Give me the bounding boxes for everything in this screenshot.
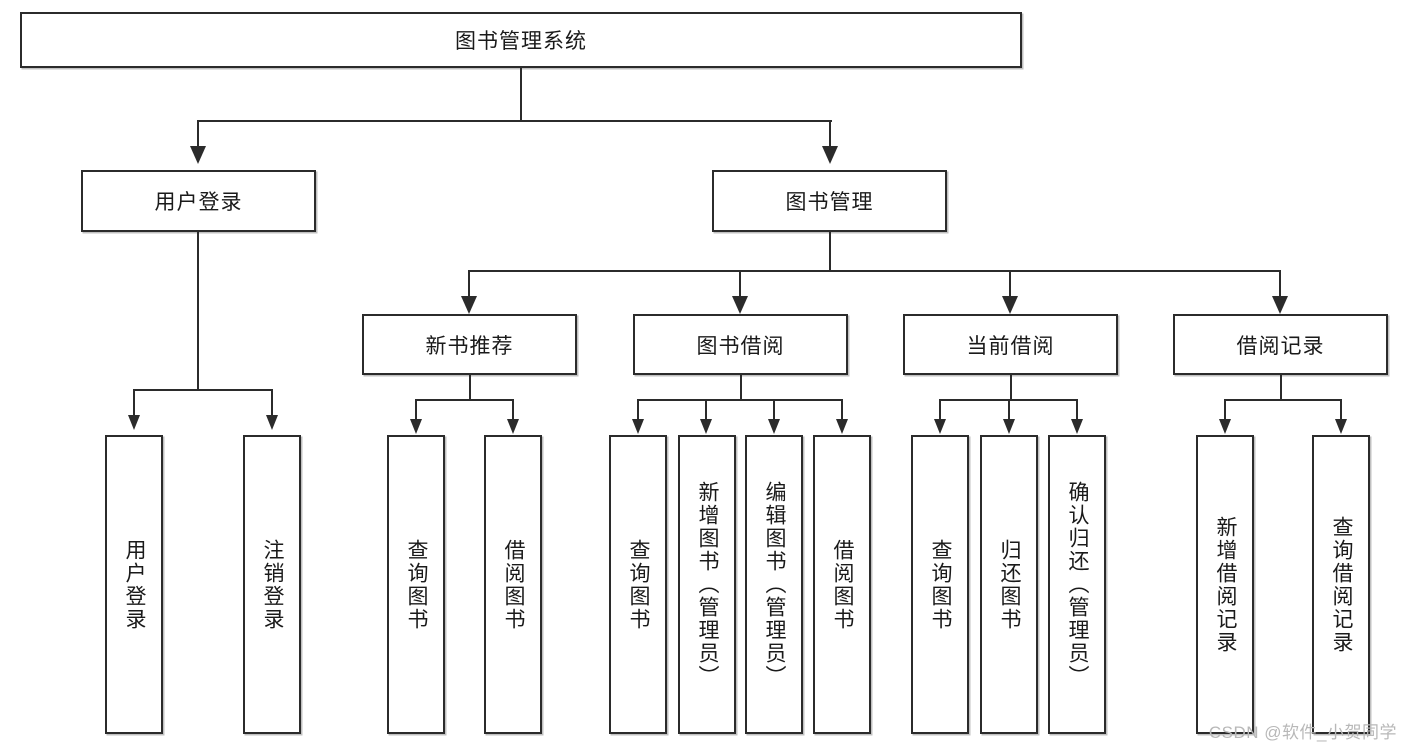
node-new-book-recommend[interactable]: 新书推荐 — [362, 314, 577, 375]
edge-book-manage-stem — [829, 232, 831, 272]
edge-new-book-recommend-stem — [469, 375, 471, 400]
node-bb-edit-book-label: 编辑图书（管理员） — [763, 481, 787, 688]
edge-book-borrow-stem — [740, 375, 742, 400]
edge-root-bus — [198, 120, 832, 122]
edge-cb-to-leaf-1 — [939, 399, 941, 421]
edge-user-login-bus — [133, 389, 271, 391]
node-br-add-record-label: 新增借阅记录 — [1214, 515, 1238, 654]
arrowhead-book-manage-to-borrow-record — [1272, 296, 1288, 314]
edge-user-login-stem — [197, 232, 199, 390]
node-user-login-do[interactable]: 用户登录 — [105, 435, 163, 734]
edge-borrow-record-stem — [1280, 375, 1282, 400]
arrowhead-bb-to-leaf-1 — [632, 419, 644, 434]
node-bb-borrow-book[interactable]: 借阅图书 — [813, 435, 871, 734]
edge-root-to-user-login — [197, 120, 199, 148]
node-cb-query-book[interactable]: 查询图书 — [911, 435, 969, 734]
edge-new-book-recommend-bus — [415, 399, 513, 401]
node-user-login-label: 用户登录 — [154, 191, 243, 214]
edge-user-login-to-leaf-2 — [271, 389, 273, 417]
node-br-query-record[interactable]: 查询借阅记录 — [1312, 435, 1370, 734]
node-cb-query-book-label: 查询图书 — [929, 538, 953, 631]
edge-nbr-to-leaf-2 — [512, 399, 514, 421]
arrowhead-nbr-to-leaf-1 — [410, 419, 422, 434]
edge-cb-to-leaf-2 — [1008, 399, 1010, 421]
arrowhead-nbr-to-leaf-2 — [507, 419, 519, 434]
arrowhead-book-manage-to-new-book-recommend — [461, 296, 477, 314]
arrowhead-book-manage-to-current-borrow — [1002, 296, 1018, 314]
arrowhead-user-login-to-leaf-2 — [266, 415, 278, 430]
node-root-label: 图书管理系统 — [455, 30, 587, 53]
node-bb-query-book-label: 查询图书 — [627, 538, 651, 631]
edge-bb-to-leaf-4 — [841, 399, 843, 421]
node-bb-add-book-label: 新增图书（管理员） — [696, 481, 720, 688]
watermark: CSDN @软件_小贺同学 — [1208, 723, 1397, 742]
node-user-logout[interactable]: 注销登录 — [243, 435, 301, 734]
node-new-book-recommend-label: 新书推荐 — [425, 334, 514, 358]
node-cb-confirm-return-label: 确认归还（管理员） — [1066, 481, 1090, 688]
node-br-add-record[interactable]: 新增借阅记录 — [1196, 435, 1254, 734]
arrowhead-cb-to-leaf-1 — [934, 419, 946, 434]
edge-br-to-leaf-1 — [1224, 399, 1226, 421]
arrowhead-br-to-leaf-1 — [1219, 419, 1231, 434]
node-nbr-borrow-book[interactable]: 借阅图书 — [484, 435, 542, 734]
node-br-query-record-label: 查询借阅记录 — [1330, 515, 1354, 654]
node-current-borrow[interactable]: 当前借阅 — [903, 314, 1118, 375]
node-user-login[interactable]: 用户登录 — [81, 170, 316, 232]
arrowhead-book-manage-to-book-borrow — [732, 296, 748, 314]
node-nbr-query-book[interactable]: 查询图书 — [387, 435, 445, 734]
edge-nbr-to-leaf-1 — [415, 399, 417, 421]
edge-book-manage-to-current-borrow — [1009, 270, 1011, 298]
node-cb-return-book[interactable]: 归还图书 — [980, 435, 1038, 734]
node-nbr-borrow-book-label: 借阅图书 — [502, 538, 526, 631]
arrowhead-root-to-book-manage — [822, 146, 838, 164]
arrowhead-user-login-to-leaf-1 — [128, 415, 140, 430]
edge-book-borrow-bus — [637, 399, 841, 401]
arrowhead-cb-to-leaf-2 — [1003, 419, 1015, 434]
edge-book-manage-to-book-borrow — [739, 270, 741, 298]
node-bb-query-book[interactable]: 查询图书 — [609, 435, 667, 734]
arrowhead-bb-to-leaf-3 — [768, 419, 780, 434]
edge-bb-to-leaf-1 — [637, 399, 639, 421]
edge-user-login-to-leaf-1 — [133, 389, 135, 417]
node-bb-add-book[interactable]: 新增图书（管理员） — [678, 435, 736, 734]
edge-bb-to-leaf-3 — [773, 399, 775, 421]
arrowhead-bb-to-leaf-4 — [836, 419, 848, 434]
edge-current-borrow-stem — [1010, 375, 1012, 400]
edge-cb-to-leaf-3 — [1076, 399, 1078, 421]
edge-root-to-book-manage — [829, 120, 831, 148]
arrowhead-cb-to-leaf-3 — [1071, 419, 1083, 434]
node-cb-confirm-return[interactable]: 确认归还（管理员） — [1048, 435, 1106, 734]
node-book-borrow-label: 图书借阅 — [696, 334, 785, 358]
node-cb-return-book-label: 归还图书 — [998, 538, 1022, 631]
node-root[interactable]: 图书管理系统 — [20, 12, 1022, 68]
node-borrow-record-label: 借阅记录 — [1236, 334, 1325, 358]
arrowhead-bb-to-leaf-2 — [700, 419, 712, 434]
edge-book-manage-to-new-book-recommend — [468, 270, 470, 298]
edge-book-manage-to-borrow-record — [1279, 270, 1281, 298]
node-bb-edit-book[interactable]: 编辑图书（管理员） — [745, 435, 803, 734]
node-nbr-query-book-label: 查询图书 — [405, 538, 429, 631]
node-borrow-record[interactable]: 借阅记录 — [1173, 314, 1388, 375]
edge-borrow-record-bus — [1224, 399, 1341, 401]
node-book-borrow[interactable]: 图书借阅 — [633, 314, 848, 375]
arrowhead-br-to-leaf-2 — [1335, 419, 1347, 434]
node-current-borrow-label: 当前借阅 — [966, 334, 1055, 358]
node-bb-borrow-book-label: 借阅图书 — [831, 538, 855, 631]
edge-bb-to-leaf-2 — [705, 399, 707, 421]
node-book-manage[interactable]: 图书管理 — [712, 170, 947, 232]
edge-book-manage-bus — [468, 270, 1280, 272]
node-book-manage-label: 图书管理 — [785, 191, 874, 214]
node-user-logout-label: 注销登录 — [261, 538, 285, 631]
arrowhead-root-to-user-login — [190, 146, 206, 164]
edge-root-stem — [520, 68, 522, 121]
node-user-login-do-label: 用户登录 — [123, 538, 147, 631]
edge-br-to-leaf-2 — [1340, 399, 1342, 421]
